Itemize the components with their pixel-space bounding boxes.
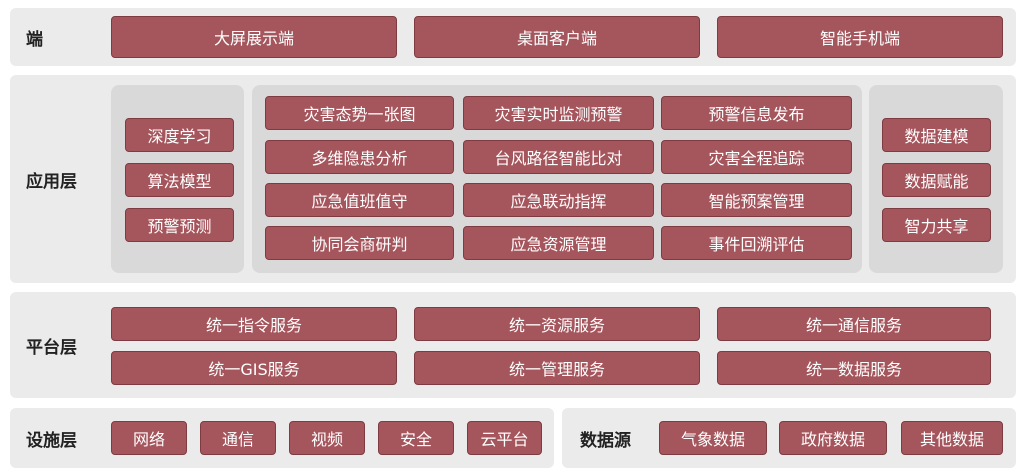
terminal-box-large-screen: 大屏展示端 [111, 16, 397, 58]
app-center-box: 事件回溯评估 [661, 226, 852, 260]
platform-box: 统一指令服务 [111, 307, 397, 341]
datasource-box: 其他数据 [901, 421, 1003, 455]
app-center-box: 协同会商研判 [265, 226, 454, 260]
app-center-box: 灾害态势一张图 [265, 96, 454, 130]
terminal-layer-label: 端 [26, 29, 43, 50]
datasource-layer-label: 数据源 [580, 430, 631, 451]
terminal-box-desktop: 桌面客户端 [414, 16, 700, 58]
infrastructure-layer [10, 408, 554, 468]
app-center-box: 智能预案管理 [661, 183, 852, 217]
platform-box: 统一通信服务 [717, 307, 991, 341]
infrastructure-box: 网络 [111, 421, 187, 455]
app-center-box: 应急联动指挥 [463, 183, 654, 217]
platform-layer-label: 平台层 [26, 337, 77, 358]
app-left-box: 预警预测 [125, 208, 234, 242]
application-layer-label: 应用层 [26, 171, 77, 192]
datasource-box: 气象数据 [659, 421, 767, 455]
app-center-box: 应急值班值守 [265, 183, 454, 217]
app-right-box: 数据赋能 [882, 163, 991, 197]
app-center-box: 台风路径智能比对 [463, 140, 654, 174]
platform-box: 统一数据服务 [717, 351, 991, 385]
app-center-box: 应急资源管理 [463, 226, 654, 260]
app-left-box: 深度学习 [125, 118, 234, 152]
platform-box: 统一资源服务 [414, 307, 700, 341]
infrastructure-box: 通信 [200, 421, 276, 455]
terminal-box-mobile: 智能手机端 [717, 16, 1003, 58]
app-right-box: 数据建模 [882, 118, 991, 152]
platform-box: 统一GIS服务 [111, 351, 397, 385]
app-center-box: 灾害实时监测预警 [463, 96, 654, 130]
infrastructure-box: 视频 [289, 421, 365, 455]
platform-box: 统一管理服务 [414, 351, 700, 385]
app-center-box: 灾害全程追踪 [661, 140, 852, 174]
infrastructure-box: 云平台 [467, 421, 542, 455]
infrastructure-box: 安全 [378, 421, 454, 455]
app-center-box: 多维隐患分析 [265, 140, 454, 174]
datasource-box: 政府数据 [779, 421, 887, 455]
app-right-box: 智力共享 [882, 208, 991, 242]
app-left-box: 算法模型 [125, 163, 234, 197]
infrastructure-layer-label: 设施层 [26, 430, 77, 451]
app-center-box: 预警信息发布 [661, 96, 852, 130]
